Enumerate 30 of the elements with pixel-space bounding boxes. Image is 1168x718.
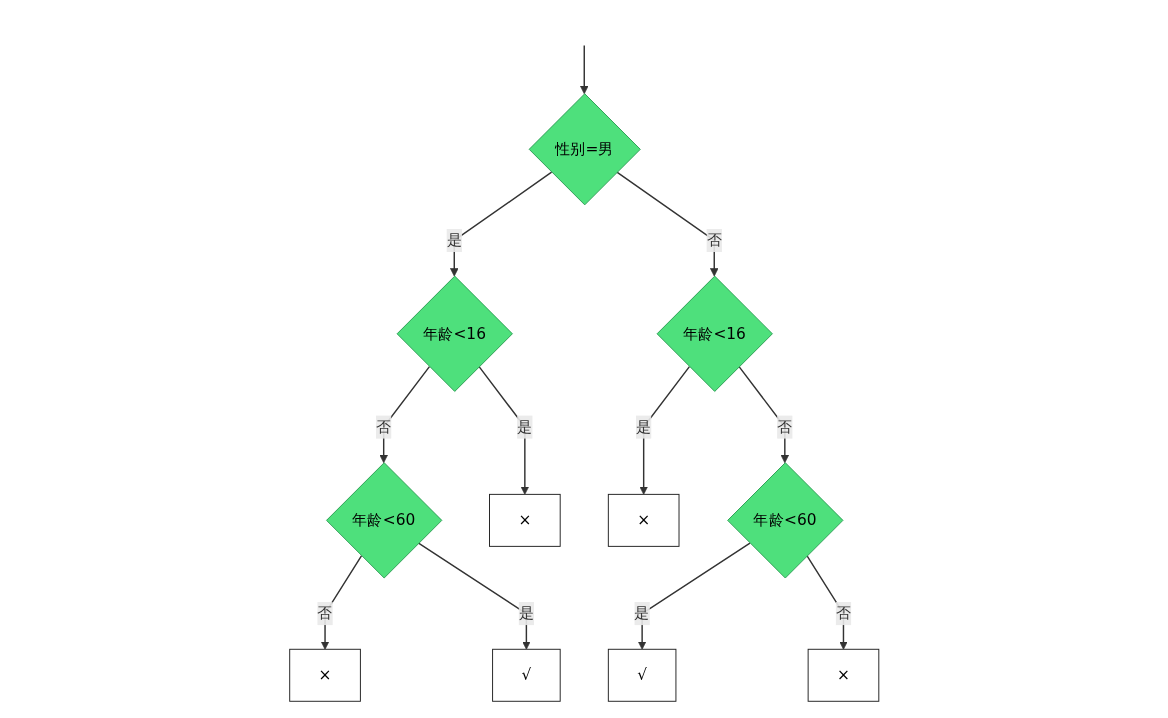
arrow <box>478 365 529 495</box>
arrow <box>320 555 362 650</box>
edge-label: 是 <box>635 417 652 436</box>
node-box: × <box>807 648 879 702</box>
edge-label: 否 <box>706 230 722 250</box>
node-box: √ <box>607 648 677 702</box>
node-diamond: 年龄<60 <box>325 462 443 579</box>
node-box: √ <box>491 648 561 702</box>
node-diamond: 年龄<60 <box>726 462 844 579</box>
arrow <box>417 542 531 650</box>
edge-label: 是 <box>634 604 650 623</box>
node-diamond: 性别=男 <box>528 93 641 206</box>
arrow <box>449 171 553 277</box>
edge-label: 是 <box>516 417 533 436</box>
arrow <box>639 365 690 495</box>
edge-label: 是 <box>446 230 462 250</box>
edge-label: 否 <box>375 417 392 436</box>
node-box: × <box>288 648 361 702</box>
node-box: × <box>607 493 680 547</box>
edge-label: 是 <box>518 604 534 623</box>
node-diamond: 年龄<16 <box>396 275 513 392</box>
arrow <box>806 555 848 650</box>
edge-label: 否 <box>317 604 333 623</box>
node-box: × <box>488 493 561 547</box>
arrow <box>579 44 589 95</box>
edge-label: 否 <box>776 417 793 436</box>
arrow <box>615 171 719 277</box>
node-diamond: 年龄<16 <box>656 275 773 392</box>
arrow <box>637 542 751 650</box>
edge-label: 否 <box>835 604 851 623</box>
